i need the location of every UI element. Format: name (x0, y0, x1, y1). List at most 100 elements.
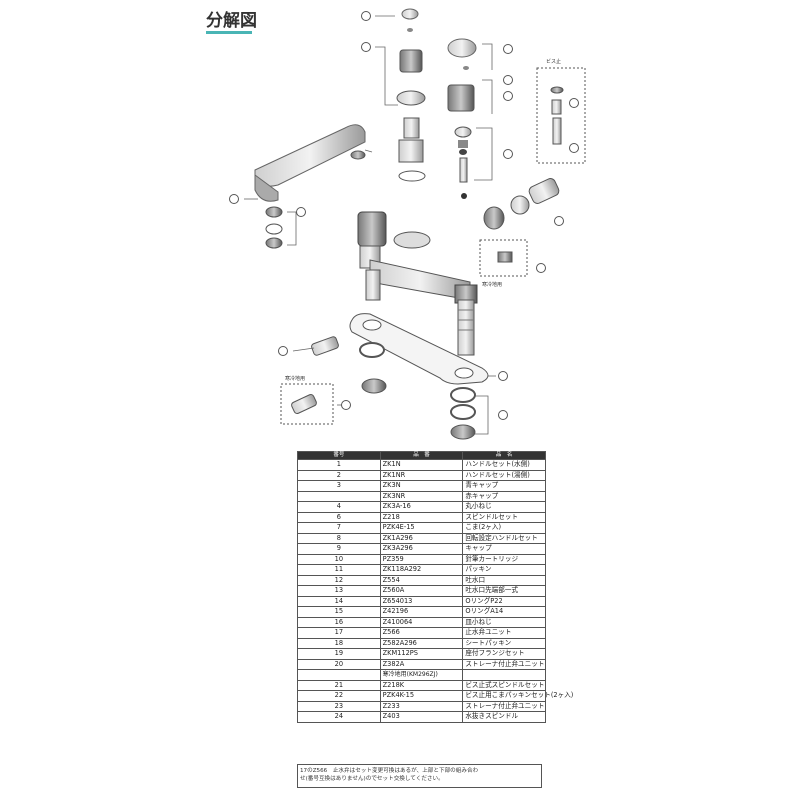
part-name: 吐水口先端部一式 (462, 585, 546, 597)
part-code: ZK1NR (379, 469, 464, 481)
part-name: 回転設定ハンドルセット (462, 532, 546, 544)
part-code: PZK4E-15 (379, 522, 464, 534)
part-code: ZK3N (379, 480, 464, 492)
part-code: ZKM112PS (379, 648, 464, 660)
row-number: 12 (297, 574, 381, 586)
row-number: 15 (297, 606, 381, 618)
row-number: 13 (297, 585, 381, 597)
part-name: 皿小ねじ (462, 616, 546, 628)
row-number: 1 (297, 459, 381, 471)
footnote: 17のZ566 止水弁はセット変更可換はあるが、上部と下部の組み合わ せ(番号互… (297, 764, 542, 788)
part-code: ZK3A296 (379, 543, 464, 555)
parts-table-header: 番号 品 番 品 名 (297, 451, 546, 460)
row-number: 17 (297, 627, 381, 639)
row-number: 10 (297, 553, 381, 565)
row-number: 18 (297, 637, 381, 649)
spout (254, 124, 366, 202)
part-code: PZK4K-15 (379, 690, 464, 702)
part-name: 丸小ねじ (462, 501, 546, 513)
part-code: PZ359 (379, 553, 464, 565)
stop-valve-unit (483, 178, 560, 263)
part-name: ビス止用こまパッキンセット(2ヶ入) (462, 690, 573, 702)
row-number (297, 490, 381, 502)
part-name: 吐水口 (462, 574, 546, 586)
right-handle-parts (447, 38, 477, 199)
page-title: 分解図 (206, 11, 257, 31)
part-name: パッキン (462, 564, 546, 576)
header-no: 番号 (297, 451, 381, 460)
part-name: ストレーナ付止弁ユニット (462, 658, 546, 670)
row-number: 24 (297, 711, 381, 723)
part-name: 針筆カートリッジ (462, 553, 546, 565)
row-number: 23 (297, 700, 381, 712)
part-code: Z560A (379, 585, 464, 597)
gaskets (265, 206, 476, 440)
note-cold-area-left: 寒冷地用 (285, 375, 305, 382)
part-code: Z403 (379, 711, 464, 723)
row-number: 22 (297, 690, 381, 702)
part-code: Z233 (379, 700, 464, 712)
row-number: 20 (297, 658, 381, 670)
header-code: 品 番 (379, 451, 464, 460)
row-number: 14 (297, 595, 381, 607)
row-number: 19 (297, 648, 381, 660)
part-code: Z42196 (379, 606, 464, 618)
row-number (297, 669, 381, 681)
part-name: こま(2ヶ入) (462, 522, 546, 534)
row-number: 3 (297, 480, 381, 492)
row-number: 2 (297, 469, 381, 481)
note-screw-top: ビス止 (546, 58, 561, 65)
footnote-line-2: せ(番号互換はありません)のでセット交換してください。 (300, 776, 444, 782)
part-code: Z554 (379, 574, 464, 586)
left-handle-parts (396, 8, 426, 182)
table-row: 寒冷地用(KM296ZJ) (297, 669, 546, 681)
part-name: ハンドルセット(水側) (462, 459, 546, 471)
part-name (462, 669, 546, 681)
note-cold-area-right: 寒冷地用 (482, 281, 502, 288)
row-number: 4 (297, 501, 381, 513)
footnote-line-1: 17のZ566 止水弁はセット変更可換はあるが、上部と下部の組み合わ (300, 768, 479, 774)
part-name: 止水弁ユニット (462, 627, 546, 639)
part-name: 青キャップ (462, 480, 546, 492)
part-code: Z566 (379, 627, 464, 639)
drain-spindle (280, 67, 586, 425)
part-name: ハンドルセット(湯側) (462, 469, 546, 481)
part-code: ZK1N (379, 459, 464, 471)
title-underline (206, 31, 252, 34)
row-number: 11 (297, 564, 381, 576)
faucet-body (357, 211, 478, 356)
header-name: 品 名 (462, 451, 546, 460)
part-code: ZK118A292 (379, 564, 464, 576)
part-name: シートパッキン (462, 637, 546, 649)
row-number: 9 (297, 543, 381, 555)
part-name: OリングP22 (462, 595, 546, 607)
part-code: Z410064 (379, 616, 464, 628)
row-number: 8 (297, 532, 381, 544)
part-name: ストレーナ付止弁ユニット (462, 700, 546, 712)
part-name: 座付フランジセット (462, 648, 546, 660)
part-code: Z218K (379, 679, 464, 691)
